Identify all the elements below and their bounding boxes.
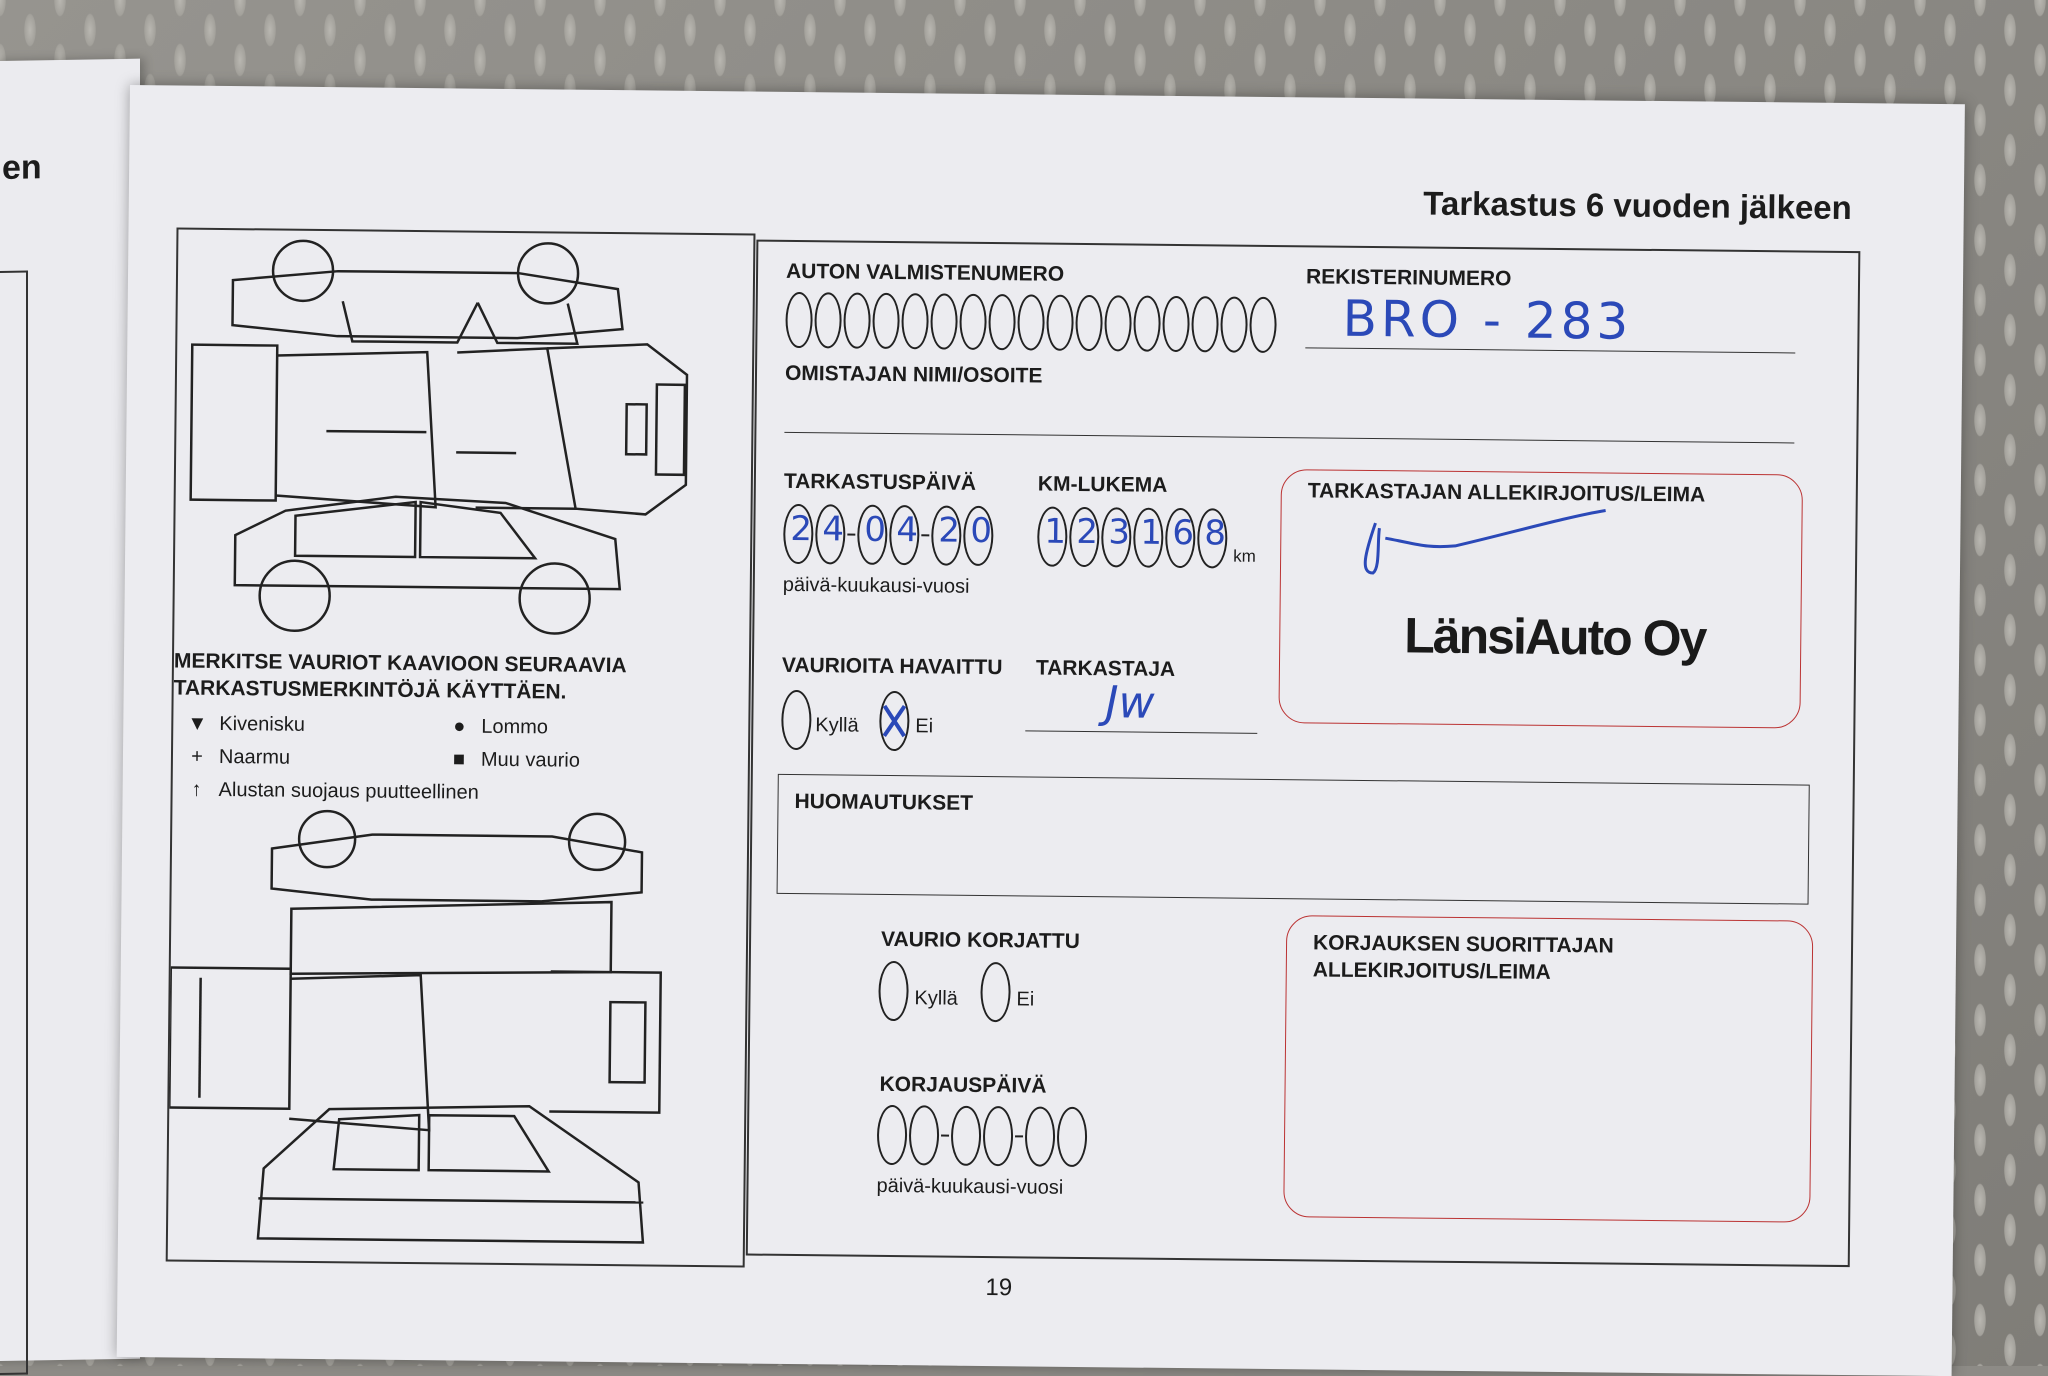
page-title: Tarkastus 6 vuoden jälkeen <box>1423 184 1853 227</box>
repair-date-label: KORJAUSPÄIVÄ <box>879 1072 1047 1098</box>
date-separator <box>1015 1135 1024 1138</box>
inspector-value[interactable]: Jw <box>1105 677 1155 729</box>
repaired-yes-checkbox[interactable] <box>878 960 909 1022</box>
registration-label: REKISTERINUMERO <box>1305 265 1512 291</box>
inspection-date-digit-5: 2 <box>938 510 961 551</box>
legend-muu-vaurio: ■ Muu vaurio <box>445 748 580 772</box>
damage-diagram-panel: MERKITSE VAURIOT KAAVIOON SEURAAVIA TARK… <box>165 227 756 1268</box>
vehicle-number-label: AUTON VALMISTENUMERO <box>785 259 1065 286</box>
legend-alustan-suojaus: ↑ Alustan suojaus puutteellinen <box>182 778 479 805</box>
vin-digit-box <box>1104 295 1132 352</box>
inspection-form-panel: AUTON VALMISTENUMERO REKISTERINUMERO BRO… <box>745 239 1861 1268</box>
legend-label: Lommo <box>481 715 549 739</box>
odometer-digit-6: 8 <box>1204 513 1227 554</box>
legend-kivenisku: ▼ Kivenisku <box>183 713 305 737</box>
plus-icon: + <box>191 745 203 768</box>
damage-repaired-label: VAURIO KORJATTU <box>880 927 1080 953</box>
registration-value[interactable]: BRO - 283 <box>1342 289 1633 351</box>
repairer-signature-label-1: KORJAUKSEN SUORITTAJAN <box>1312 931 1614 958</box>
signature-scribble <box>1363 508 1606 575</box>
odometer-unit: km <box>1233 546 1256 566</box>
vin-digit-box <box>1191 296 1219 353</box>
odometer-digit-1: 1 <box>1044 511 1067 552</box>
inspection-date-digit-3: 0 <box>864 509 887 550</box>
arrow-up-icon: ↑ <box>191 778 202 801</box>
vehicle-number-boxes[interactable] <box>785 291 1279 354</box>
damage-no-label: Ei <box>915 715 934 738</box>
vin-digit-box <box>843 292 871 349</box>
owner-line[interactable] <box>784 431 1795 444</box>
vin-digit-box <box>1017 294 1045 351</box>
left-page-frame <box>0 270 28 1376</box>
car-diagram-hatchback <box>168 809 662 1244</box>
legend-label: Naarmu <box>218 745 291 769</box>
legend-label: Kivenisku <box>219 712 306 736</box>
vin-digit-box <box>959 293 987 350</box>
legend-naarmu: + Naarmu <box>183 746 290 770</box>
inspection-date-label: TARKASTUSPÄIVÄ <box>783 469 977 495</box>
vin-digit-box <box>785 291 813 349</box>
filled-circle-icon: ● <box>453 715 466 738</box>
date-digit-box <box>876 1104 908 1166</box>
odometer-label: KM-LUKEMA <box>1037 472 1168 497</box>
repaired-no-checkbox[interactable] <box>980 961 1011 1023</box>
repair-date-boxes[interactable] <box>876 1104 1090 1168</box>
inspection-date-hint: päivä-kuukausi-vuosi <box>782 573 970 598</box>
vin-digit-box <box>1075 294 1103 352</box>
legend-label: Muu vaurio <box>480 748 581 772</box>
date-separator <box>847 533 856 536</box>
inspection-date-boxes[interactable] <box>783 503 996 567</box>
inspection-date-digit-1: 2 <box>790 508 813 550</box>
legend-label: Alustan suojaus puutteellinen <box>218 778 479 804</box>
date-digit-box <box>950 1105 982 1166</box>
service-book-page: Tarkastus 6 vuoden jälkeen MERKITSE VAUR… <box>116 85 1965 1376</box>
vin-digit-box <box>1162 295 1190 353</box>
date-separator <box>921 534 930 537</box>
vin-digit-box <box>1133 295 1161 352</box>
checked-mark-icon <box>882 704 907 738</box>
vin-digit-box <box>814 292 842 349</box>
inspection-date-digit-2: 4 <box>822 509 845 550</box>
company-stamp: LänsiAuto Oy <box>1404 607 1706 667</box>
vin-digit-box <box>872 292 900 350</box>
date-digit-box <box>982 1105 1014 1167</box>
page-number: 19 <box>985 1274 1013 1302</box>
repaired-yes-label: Kyllä <box>914 987 958 1010</box>
odometer-digit-5: 6 <box>1172 512 1195 554</box>
vin-digit-box <box>901 293 929 350</box>
notes-label: HUOMAUTUKSET <box>794 789 974 815</box>
date-digit-box <box>908 1105 940 1166</box>
damage-yes-checkbox[interactable] <box>781 689 812 751</box>
instructions-line-1: MERKITSE VAURIOT KAAVIOON SEURAAVIA <box>173 649 627 678</box>
inspector-line <box>1025 730 1258 734</box>
odometer-digit-3: 3 <box>1108 512 1131 553</box>
inspection-date-digit-4: 4 <box>896 510 919 551</box>
date-digit-box <box>1056 1106 1088 1168</box>
car-diagram-top <box>189 239 689 635</box>
date-digit-box <box>1024 1106 1056 1167</box>
legend-lommo: ● Lommo <box>445 715 548 739</box>
damage-yes-label: Kyllä <box>815 714 859 737</box>
inspection-date-digit-6: 0 <box>970 510 993 552</box>
left-page-title-fragment: en <box>2 148 42 188</box>
repairer-signature-label-2: ALLEKIRJOITUS/LEIMA <box>1312 958 1551 984</box>
owner-label: OMISTAJAN NIMI/OSOITE <box>784 361 1043 388</box>
vin-digit-box <box>1046 294 1074 351</box>
instructions-line-2: TARKASTUSMERKINTÖJÄ KÄYTTÄEN. <box>173 676 567 704</box>
vin-digit-box <box>988 294 1016 351</box>
filled-square-icon: ■ <box>452 748 466 771</box>
damage-found-label: VAURIOITA HAVAITTU <box>781 653 1003 680</box>
vin-digit-box <box>930 293 958 350</box>
odometer-digit-2: 2 <box>1076 511 1099 553</box>
vin-digit-box <box>1220 296 1248 353</box>
repair-date-hint: päivä-kuukausi-vuosi <box>876 1174 1064 1199</box>
vin-digit-box <box>1249 296 1277 354</box>
date-separator <box>941 1134 950 1137</box>
odometer-digit-4: 1 <box>1140 512 1163 553</box>
repaired-no-label: Ei <box>1016 988 1035 1011</box>
triangle-down-icon: ▼ <box>187 712 208 735</box>
